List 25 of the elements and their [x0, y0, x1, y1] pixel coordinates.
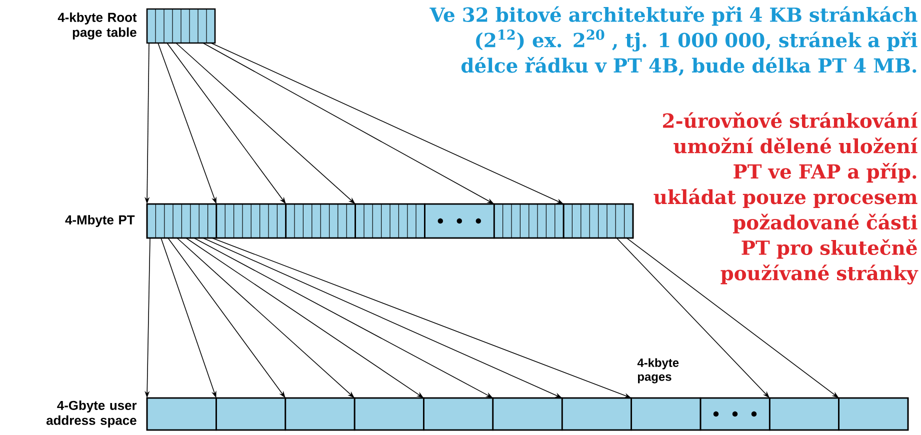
page-box	[284, 397, 356, 431]
page-box	[423, 397, 494, 431]
page-box	[146, 397, 217, 431]
page-box	[630, 397, 702, 431]
page-box	[216, 397, 286, 431]
row-label: 4-Gbyte user address space	[46, 400, 137, 428]
page-box	[492, 397, 563, 431]
page-box	[838, 397, 909, 431]
page-box	[700, 397, 770, 431]
note-text: 2-úrovňové stránkování umožní dělené uložení PT ve FAP a příp. ukládat pouze procesem požadované části PT pro skutečně používané stránky	[654, 112, 918, 284]
segment-box	[424, 203, 495, 239]
segment-box	[285, 203, 356, 239]
arrow	[176, 238, 354, 398]
segment-box	[493, 203, 564, 239]
row-label: 4-Mbyte PT	[65, 214, 135, 228]
segment-box	[216, 203, 286, 239]
page-box	[354, 397, 424, 431]
segment-box	[354, 203, 426, 239]
row-label: 4-kbyte Root page table	[58, 12, 137, 40]
page-box	[768, 397, 840, 431]
pages-label: 4-kbyte pages	[637, 358, 679, 384]
page-box	[561, 397, 632, 431]
note-text: Ve 32 bitové architektuře při 4 KB stránkách (2$^{12}$) ex. 2$^{20}$ , tj. 1 000 000, stránek a při délce řádku v PT 4B, bude délka PT 4 MB.	[430, 6, 918, 76]
segment-box	[562, 203, 634, 239]
segment-box	[146, 203, 218, 239]
